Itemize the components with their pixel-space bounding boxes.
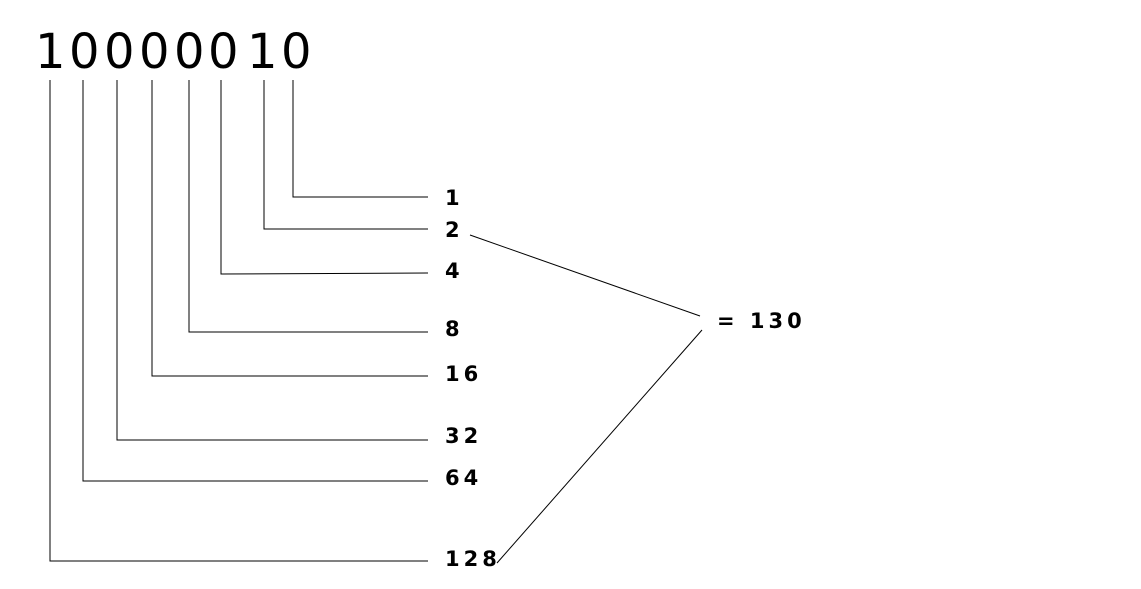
place-value-4: 4	[445, 259, 464, 283]
sum-lines	[469, 234, 703, 564]
binary-digit-64: 0	[69, 24, 100, 80]
leader-line-8	[188, 80, 428, 333]
result-value: = 130	[717, 309, 806, 333]
place-value-16: 16	[445, 362, 482, 386]
leader-line-128	[49, 80, 428, 562]
place-value-8: 8	[445, 317, 464, 341]
place-value-1: 1	[445, 186, 464, 210]
binary-digit-2: 1	[247, 24, 278, 80]
place-value-2: 2	[445, 218, 464, 242]
sum-line-from-2	[469, 234, 701, 317]
place-value-128: 128	[445, 547, 501, 571]
binary-digit-4: 0	[208, 24, 239, 80]
place-value-64: 64	[445, 466, 482, 490]
leader-line-1	[292, 80, 428, 198]
binary-digit-32: 0	[104, 24, 135, 80]
binary-digit-8: 0	[174, 24, 205, 80]
binary-digit-1: 0	[281, 24, 312, 80]
leader-line-2	[263, 80, 428, 230]
leader-line-16	[151, 80, 428, 377]
place-value-32: 32	[445, 424, 482, 448]
binary-digit-16: 0	[139, 24, 170, 80]
leader-line-4	[220, 80, 429, 275]
binary-number: 1 0 0 0 0 0 1 0	[35, 24, 312, 80]
leader-line-32	[116, 80, 428, 441]
leader-line-64	[82, 80, 428, 482]
leader-lines	[49, 80, 429, 562]
place-values: 1 2 4 8 16 32 64 128	[445, 186, 501, 571]
binary-digit-128: 1	[35, 24, 66, 80]
sum-line-from-128	[496, 329, 703, 564]
